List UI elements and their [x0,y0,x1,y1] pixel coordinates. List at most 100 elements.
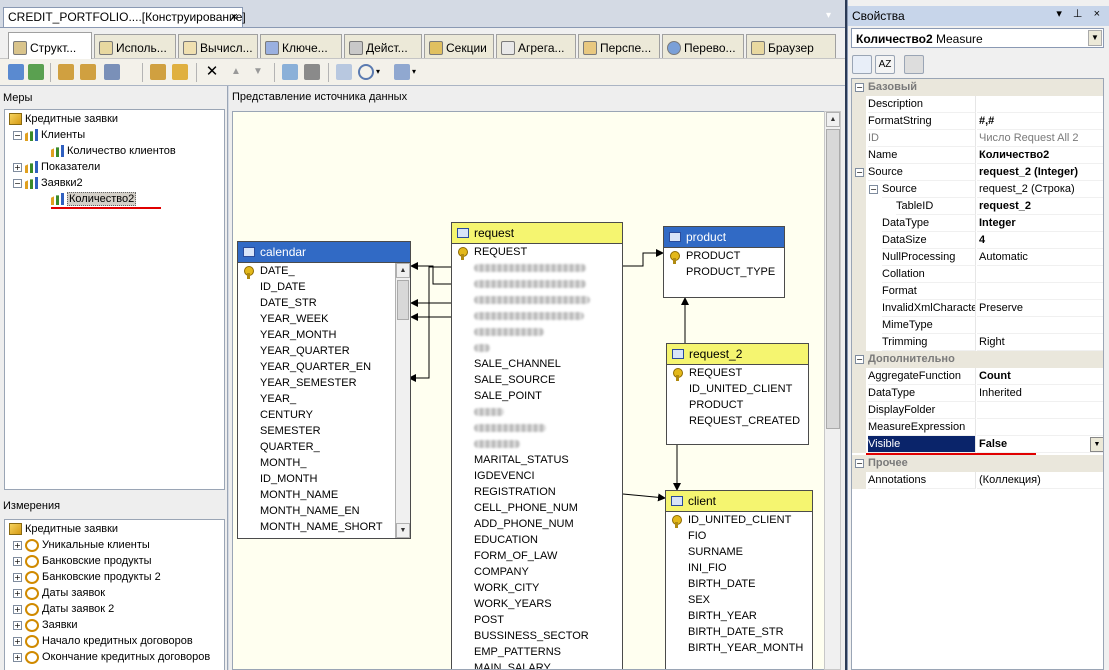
column[interactable]: INI_FIO [666,562,812,578]
property-annotations[interactable]: Annotations(Коллекция) [852,472,1103,489]
expand-icon[interactable]: + [13,636,22,646]
column[interactable]: DATE_STR [238,297,410,313]
table-request[interactable]: request REQUEST SALE_CHANNEL SALE_SOURCE… [451,222,623,669]
table-product[interactable]: product PRODUCT PRODUCT_TYPE [663,226,785,298]
tab-kpis[interactable]: Ключе... [260,34,342,58]
tree-item-dimension[interactable]: +Начало кредитных договоров [13,633,193,649]
property-description[interactable]: Description [852,96,1103,113]
column[interactable]: YEAR_QUARTER [238,345,410,361]
column[interactable]: BIRTH_DATE [666,578,812,594]
tree-item-cube[interactable]: Кредитные заявки [9,111,118,127]
expand-icon[interactable]: + [13,162,22,172]
chevron-down-icon[interactable]: ▾ [412,67,417,76]
column-blurred[interactable] [452,438,622,454]
property-value[interactable]: Automatic [977,249,1103,266]
column[interactable]: YEAR_SEMESTER [238,377,410,393]
column[interactable]: IGDEVENCI [452,470,622,486]
property-value[interactable] [977,96,1103,113]
collapse-icon[interactable]: − [13,178,22,188]
property-value[interactable]: False [977,436,1103,453]
property-value[interactable]: request_2 [977,198,1103,215]
column[interactable]: REQUEST [452,246,622,262]
category-misc[interactable]: −Прочее [852,455,1103,472]
column[interactable]: PRODUCT [667,399,808,415]
column[interactable]: BUSSINESS_SECTOR [452,630,622,646]
column[interactable]: EDUCATION [452,534,622,550]
column[interactable]: WORK_CITY [452,582,622,598]
table-client[interactable]: client ID_UNITED_CLIENT FIO SURNAME INI_… [665,490,813,669]
property-value[interactable]: Preserve [977,300,1103,317]
column[interactable]: SEX [666,594,812,610]
tab-translations[interactable]: Перево... [662,34,744,58]
tree-item-dimension[interactable]: +Даты заявок 2 [13,601,114,617]
property-measureexpression[interactable]: MeasureExpression [852,419,1103,436]
column-blurred[interactable] [452,422,622,438]
property-mimetype[interactable]: MimeType [852,317,1103,334]
refresh-icon[interactable] [28,64,44,80]
property-value[interactable]: Inherited [977,385,1103,402]
window-buttons[interactable]: ▾ ⊥ × [1056,8,1104,20]
expand-icon[interactable]: + [13,556,22,566]
chevron-down-icon[interactable]: ▾ [826,10,832,21]
property-format[interactable]: Format [852,283,1103,300]
column[interactable]: YEAR_QUARTER_EN [238,361,410,377]
column[interactable]: MONTH_NAME [238,489,410,505]
column[interactable]: CENTURY [238,409,410,425]
expand-icon[interactable]: + [13,652,22,662]
dsv-diagram[interactable]: calendar DATE_ ID_DATE DATE_STR YEAR_WEE… [232,111,826,670]
column[interactable]: MAIN_SALARY [452,662,622,669]
column[interactable]: SALE_SOURCE [452,374,622,390]
close-icon[interactable]: × [230,9,238,24]
column[interactable]: SALE_POINT [452,390,622,406]
scroll-up-icon[interactable]: ▲ [826,112,840,127]
column[interactable]: BIRTH_YEAR [666,610,812,626]
diagram-scrollbar[interactable]: ▲ [824,111,841,670]
alphabetical-icon[interactable]: AZ [875,55,895,74]
tree-item-dimension[interactable]: +Банковские продукты [13,553,152,569]
tree-item-measure-group[interactable]: +Показатели [13,159,100,175]
tab-browser[interactable]: Браузер [746,34,836,58]
column[interactable]: WORK_YEARS [452,598,622,614]
property-value[interactable] [977,419,1103,436]
property-value[interactable]: request_2 (Строка) [977,181,1103,198]
zoom-icon[interactable] [336,64,352,80]
column[interactable]: SURNAME [666,546,812,562]
move-down-icon[interactable]: ▼ [253,66,263,77]
property-value[interactable]: Количество2 [977,147,1103,164]
tab-partitions[interactable]: Секции [424,34,494,58]
column[interactable]: CELL_PHONE_NUM [452,502,622,518]
column[interactable]: BIRTH_YEAR_MONTH [666,642,812,658]
tree-item-dimension[interactable]: +Уникальные клиенты [13,537,150,553]
column[interactable]: SALE_CHANNEL [452,358,622,374]
expand-icon[interactable]: + [13,540,22,550]
column-blurred[interactable] [452,342,622,358]
table-scrollbar[interactable]: ▲ ▼ [395,263,410,538]
column[interactable]: ID_UNITED_CLIENT [666,514,812,530]
column-blurred[interactable] [452,294,622,310]
column[interactable]: COMPANY [452,566,622,582]
column[interactable]: SEMESTER [238,425,410,441]
column[interactable]: EMP_PATTERNS [452,646,622,662]
scroll-thumb[interactable] [826,129,840,429]
tab-perspectives[interactable]: Перспе... [578,34,660,58]
property-value[interactable] [977,317,1103,334]
delete-icon[interactable]: ✕ [205,63,219,80]
property-value[interactable]: request_2 (Integer) [977,164,1103,181]
column[interactable]: PRODUCT_TYPE [664,266,784,282]
column[interactable]: MARITAL_STATUS [452,454,622,470]
column[interactable]: ID_UNITED_CLIENT [667,383,808,399]
tab-structure[interactable]: Структ... [8,32,92,59]
expand-icon[interactable]: + [13,620,22,630]
property-value[interactable] [977,266,1103,283]
table-header[interactable]: calendar [238,242,410,263]
tab-usage[interactable]: Исполь... [94,34,176,58]
arrange-tables-icon[interactable] [394,64,410,80]
property-pages-icon[interactable] [904,55,924,74]
property-value[interactable]: #,# [977,113,1103,130]
property-value[interactable]: (Коллекция) [977,472,1103,489]
